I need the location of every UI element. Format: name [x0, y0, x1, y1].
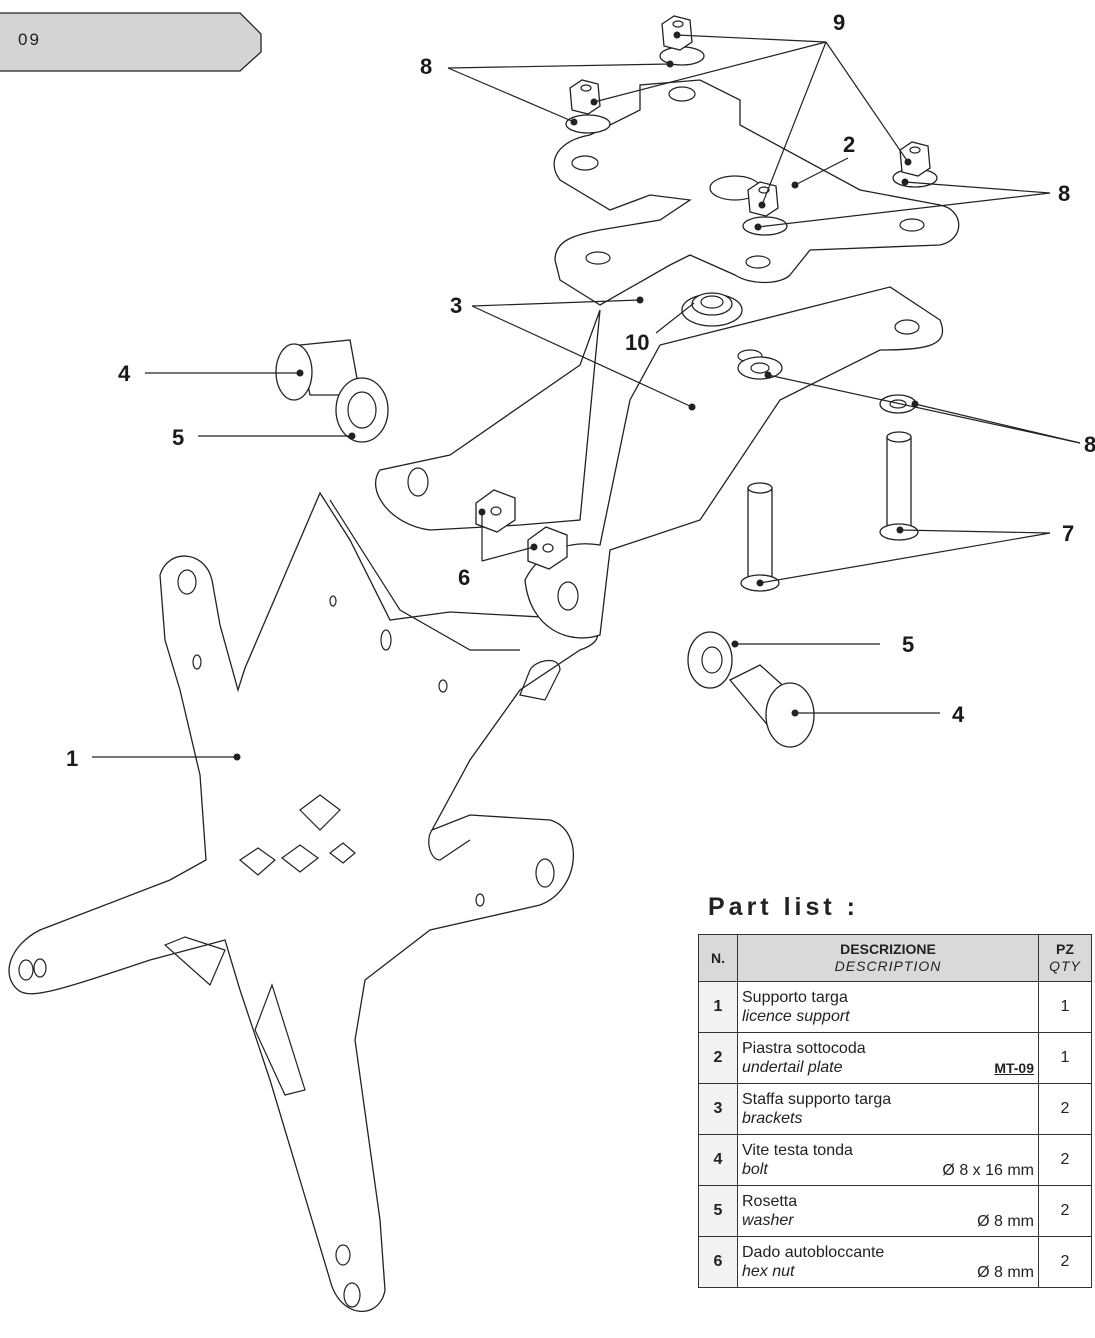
- page-number-label: 09: [18, 30, 41, 49]
- callout-7: 7: [1062, 521, 1074, 546]
- row-qty: 2: [1038, 1134, 1092, 1186]
- table-row: 6 Dado autobloccante hex nut Ø 8 mm 2: [698, 1236, 1092, 1288]
- row-desc-en: undertail plate: [742, 1059, 843, 1076]
- header-qty: PZ QTY: [1038, 934, 1092, 982]
- row-number: 5: [698, 1185, 738, 1237]
- callout-2: 2: [843, 132, 855, 157]
- callout-9: 9: [833, 10, 845, 35]
- row-qty: 2: [1038, 1185, 1092, 1237]
- header-desc-it: DESCRIZIONE: [840, 941, 936, 957]
- row-desc-en: washer: [742, 1212, 794, 1229]
- row-description: Vite testa tonda bolt Ø 8 x 16 mm: [737, 1134, 1039, 1186]
- row-desc-it: Dado autobloccante: [742, 1244, 885, 1261]
- callout-1: 1: [66, 746, 78, 771]
- callout-8-right: 8: [1084, 432, 1095, 457]
- row-desc-it: Supporto targa: [742, 989, 848, 1006]
- callout-4-right: 4: [952, 702, 965, 727]
- row-description: Staffa supporto targa brackets: [737, 1083, 1039, 1135]
- callout-3: 3: [450, 293, 462, 318]
- licence-support-plate: [8, 491, 599, 1313]
- row-desc-en: brackets: [742, 1110, 803, 1127]
- row-spec: Ø 8 mm: [977, 1213, 1034, 1230]
- leader-dots: [233, 31, 919, 761]
- row-number: 3: [698, 1083, 738, 1135]
- row-desc-en: licence support: [742, 1008, 850, 1025]
- row-description: Piastra sottocoda undertail plate MT-09: [737, 1032, 1039, 1084]
- callout-10: 10: [625, 330, 649, 355]
- row-model-code: MT-09: [994, 1060, 1034, 1076]
- row-qty: 1: [1038, 1032, 1092, 1084]
- row-spec: Ø 8 x 16 mm: [942, 1162, 1034, 1179]
- callout-8-top-right: 8: [1058, 181, 1070, 206]
- row-desc-it: Staffa supporto targa: [742, 1091, 892, 1108]
- row-desc-it: Vite testa tonda: [742, 1142, 853, 1159]
- table-row: 5 Rosetta washer Ø 8 mm 2: [698, 1185, 1092, 1237]
- header-number: N.: [698, 934, 738, 982]
- bolt-washer-right: [687, 631, 815, 748]
- row-desc-en: bolt: [742, 1161, 768, 1178]
- row-description: Supporto targa licence support: [737, 981, 1039, 1033]
- row-number: 1: [698, 981, 738, 1033]
- row-qty: 2: [1038, 1236, 1092, 1288]
- header-description: DESCRIZIONE DESCRIPTION: [737, 934, 1039, 982]
- nuts-9: [565, 15, 938, 236]
- table-row: 2 Piastra sottocoda undertail plate MT-0…: [698, 1032, 1092, 1084]
- callout-numbers: 1 2 3 4 4 5 5 6 7 8 8 8 9 10: [66, 10, 1095, 771]
- leader-lines: [92, 34, 1081, 758]
- header-qty-en: QTY: [1049, 958, 1081, 974]
- callout-6: 6: [458, 565, 470, 590]
- header-tab: [0, 12, 262, 72]
- row-description: Dado autobloccante hex nut Ø 8 mm: [737, 1236, 1039, 1288]
- table-row: 3 Staffa supporto targa brackets 2: [698, 1083, 1092, 1135]
- table-row: 1 Supporto targa licence support 1: [698, 981, 1092, 1033]
- header-desc-en: DESCRIPTION: [834, 958, 942, 974]
- row-number: 4: [698, 1134, 738, 1186]
- row-qty: 1: [1038, 981, 1092, 1033]
- row-desc-it: Rosetta: [742, 1193, 798, 1210]
- part-list-header: N. DESCRIZIONE DESCRIPTION PZ QTY: [698, 934, 1092, 982]
- row-qty: 2: [1038, 1083, 1092, 1135]
- callout-5-left: 5: [172, 425, 184, 450]
- callout-5-right: 5: [902, 632, 914, 657]
- row-number: 6: [698, 1236, 738, 1288]
- bolt-washer-left: [275, 339, 389, 443]
- table-row: 4 Vite testa tonda bolt Ø 8 x 16 mm 2: [698, 1134, 1092, 1186]
- callout-8-top-left: 8: [420, 54, 432, 79]
- part-list-table: N. DESCRIZIONE DESCRIPTION PZ QTY 1 Supp…: [698, 934, 1092, 1288]
- row-description: Rosetta washer Ø 8 mm: [737, 1185, 1039, 1237]
- header-qty-it: PZ: [1056, 941, 1074, 957]
- row-number: 2: [698, 1032, 738, 1084]
- callout-4-left: 4: [118, 361, 131, 386]
- bushing: [681, 292, 743, 327]
- row-desc-en: hex nut: [742, 1263, 795, 1280]
- nuts-6: [475, 489, 568, 570]
- part-list-title: Part list :: [708, 893, 859, 921]
- row-spec: Ø 8 mm: [977, 1264, 1034, 1281]
- row-desc-it: Piastra sottocoda: [742, 1040, 866, 1057]
